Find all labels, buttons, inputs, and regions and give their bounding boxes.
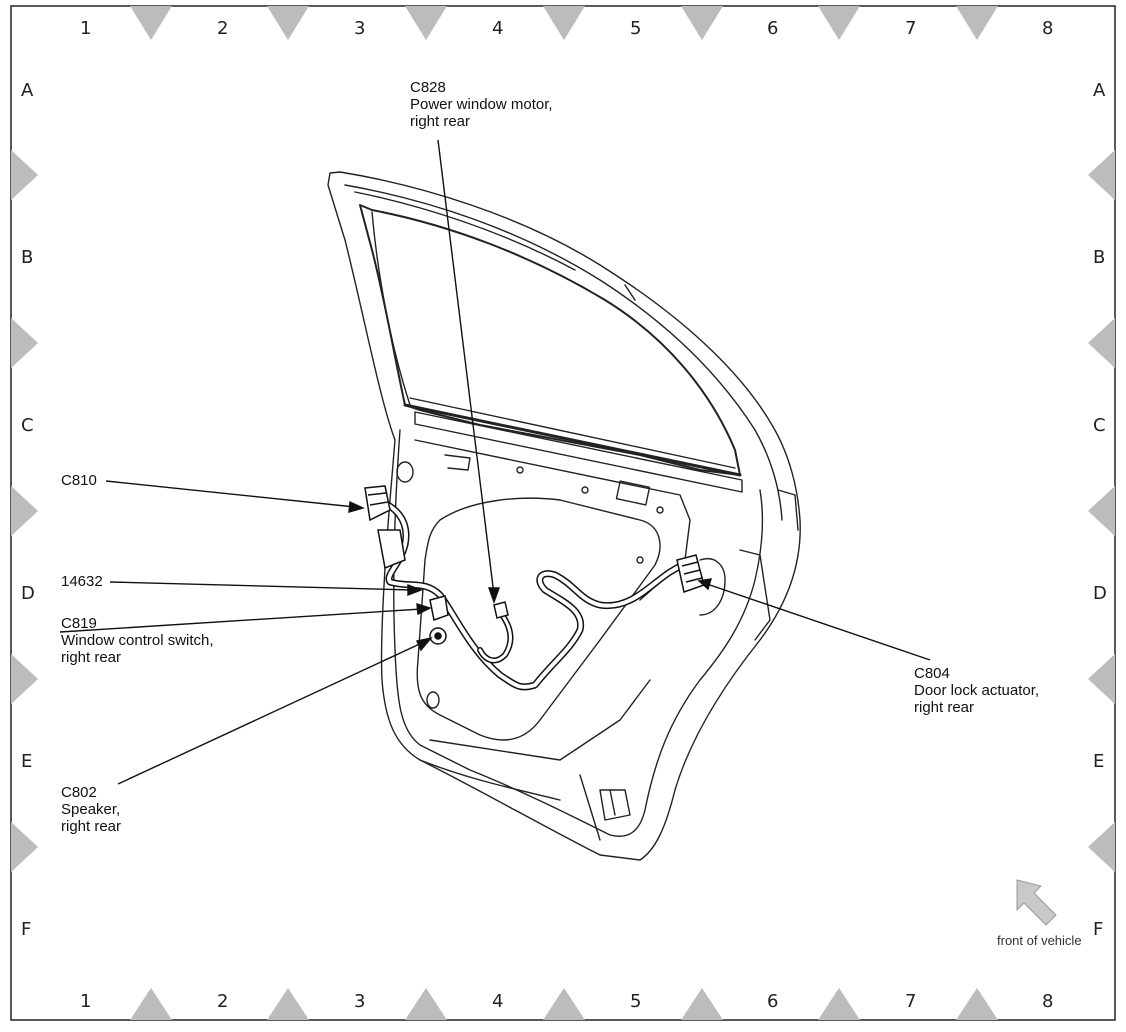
bottom-grid-markers xyxy=(130,988,998,1020)
callout-c802-id: C802 xyxy=(61,784,97,801)
col-label-top-4: 4 xyxy=(492,18,504,39)
top-grid-markers xyxy=(130,6,998,40)
callout-c810: C810 xyxy=(61,472,97,489)
col-label-bottom-8: 8 xyxy=(1042,991,1054,1012)
door-illustration xyxy=(327,171,801,861)
callout-c804-id: C804 xyxy=(914,665,950,682)
callout-c802-location: right rear xyxy=(61,818,122,835)
col-label-bottom-6: 6 xyxy=(767,991,779,1012)
row-label-left-e: E xyxy=(21,751,33,772)
col-label-top-3: 3 xyxy=(354,18,366,39)
col-label-top-5: 5 xyxy=(630,18,642,39)
leader-lines xyxy=(59,139,931,785)
col-label-bottom-4: 4 xyxy=(492,991,504,1012)
col-label-bottom-2: 2 xyxy=(217,991,229,1012)
row-label-right-f: F xyxy=(1093,919,1104,940)
callout-c802-desc: Speaker, xyxy=(61,801,121,818)
connector-c819 xyxy=(429,595,449,621)
wiring-harness xyxy=(371,496,686,691)
row-label-left-c: C xyxy=(21,415,34,436)
col-label-bottom-7: 7 xyxy=(905,991,917,1012)
row-label-right-a: A xyxy=(1093,80,1106,101)
right-grid-markers xyxy=(1088,150,1115,872)
diagram-border xyxy=(10,5,1116,1021)
col-label-top-7: 7 xyxy=(905,18,917,39)
row-label-right-e: E xyxy=(1093,751,1105,772)
row-label-right-c: C xyxy=(1093,415,1106,436)
callout-c804-desc: Door lock actuator, xyxy=(914,682,1040,699)
callout-c804: C804 Door lock actuator, right rear xyxy=(914,665,1039,716)
panel-cutout xyxy=(416,497,661,741)
left-grid-markers xyxy=(11,150,38,872)
col-label-top-8: 8 xyxy=(1042,18,1054,39)
col-label-top-2: 2 xyxy=(217,18,229,39)
row-label-left-f: F xyxy=(21,919,32,940)
row-label-right-b: B xyxy=(1093,247,1106,268)
harness-clip xyxy=(377,529,406,570)
callout-c828: C828 Power window motor, right rear xyxy=(410,79,553,130)
col-label-bottom-1: 1 xyxy=(80,991,92,1012)
callout-c828-id: C828 xyxy=(410,79,446,96)
callout-14632: 14632 xyxy=(61,573,103,590)
col-label-bottom-3: 3 xyxy=(354,991,366,1012)
callout-c802: C802 Speaker, right rear xyxy=(61,784,121,835)
callout-c810-id: C810 xyxy=(61,472,97,489)
row-label-left-b: B xyxy=(21,247,34,268)
callout-c819: C819 Window control switch, right rear xyxy=(61,615,214,666)
connectors xyxy=(364,485,705,645)
col-label-top-6: 6 xyxy=(767,18,779,39)
arrow-icon xyxy=(1016,879,1057,926)
row-label-right-d: D xyxy=(1093,583,1107,604)
callout-c828-desc: Power window motor, xyxy=(410,96,553,113)
callout-14632-id: 14632 xyxy=(61,573,103,590)
col-label-top-1: 1 xyxy=(80,18,92,39)
callout-c804-location: right rear xyxy=(914,699,975,716)
row-label-left-a: A xyxy=(21,80,34,101)
callout-c819-id: C819 xyxy=(61,615,97,632)
connector-c828 xyxy=(493,601,509,619)
front-of-vehicle-label: front of vehicle xyxy=(997,933,1082,948)
col-label-bottom-5: 5 xyxy=(630,991,642,1012)
callout-c828-location: right rear xyxy=(410,113,471,130)
row-label-left-d: D xyxy=(21,583,35,604)
callout-c819-desc: Window control switch, xyxy=(61,632,214,649)
callout-c819-location: right rear xyxy=(61,649,122,666)
